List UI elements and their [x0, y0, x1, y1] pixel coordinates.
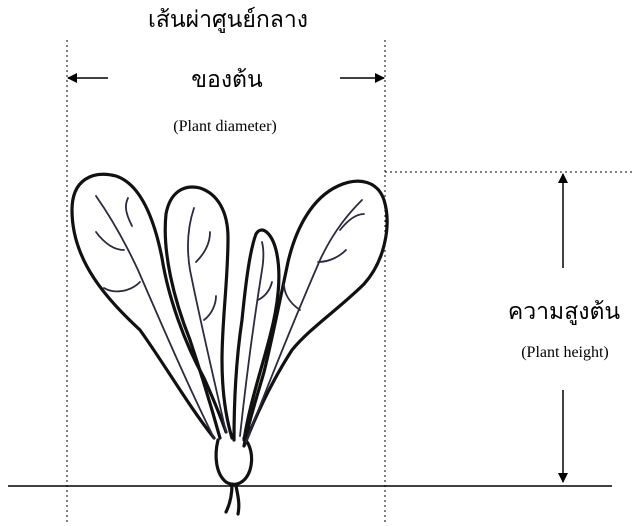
stem-base — [216, 438, 252, 484]
root — [226, 484, 239, 514]
leaf-outline-4 — [244, 181, 387, 446]
height-english-label: (Plant height) — [500, 344, 630, 362]
leaf-outline-1 — [72, 174, 226, 438]
diameter-english-label: (Plant diameter) — [130, 118, 320, 136]
height-thai-label: ความสูงต้น — [496, 294, 632, 330]
diameter-thai-line2: ของต้น — [150, 62, 304, 98]
diameter-thai-line1: เส้นผ่าศูนย์กลาง — [120, 2, 336, 38]
